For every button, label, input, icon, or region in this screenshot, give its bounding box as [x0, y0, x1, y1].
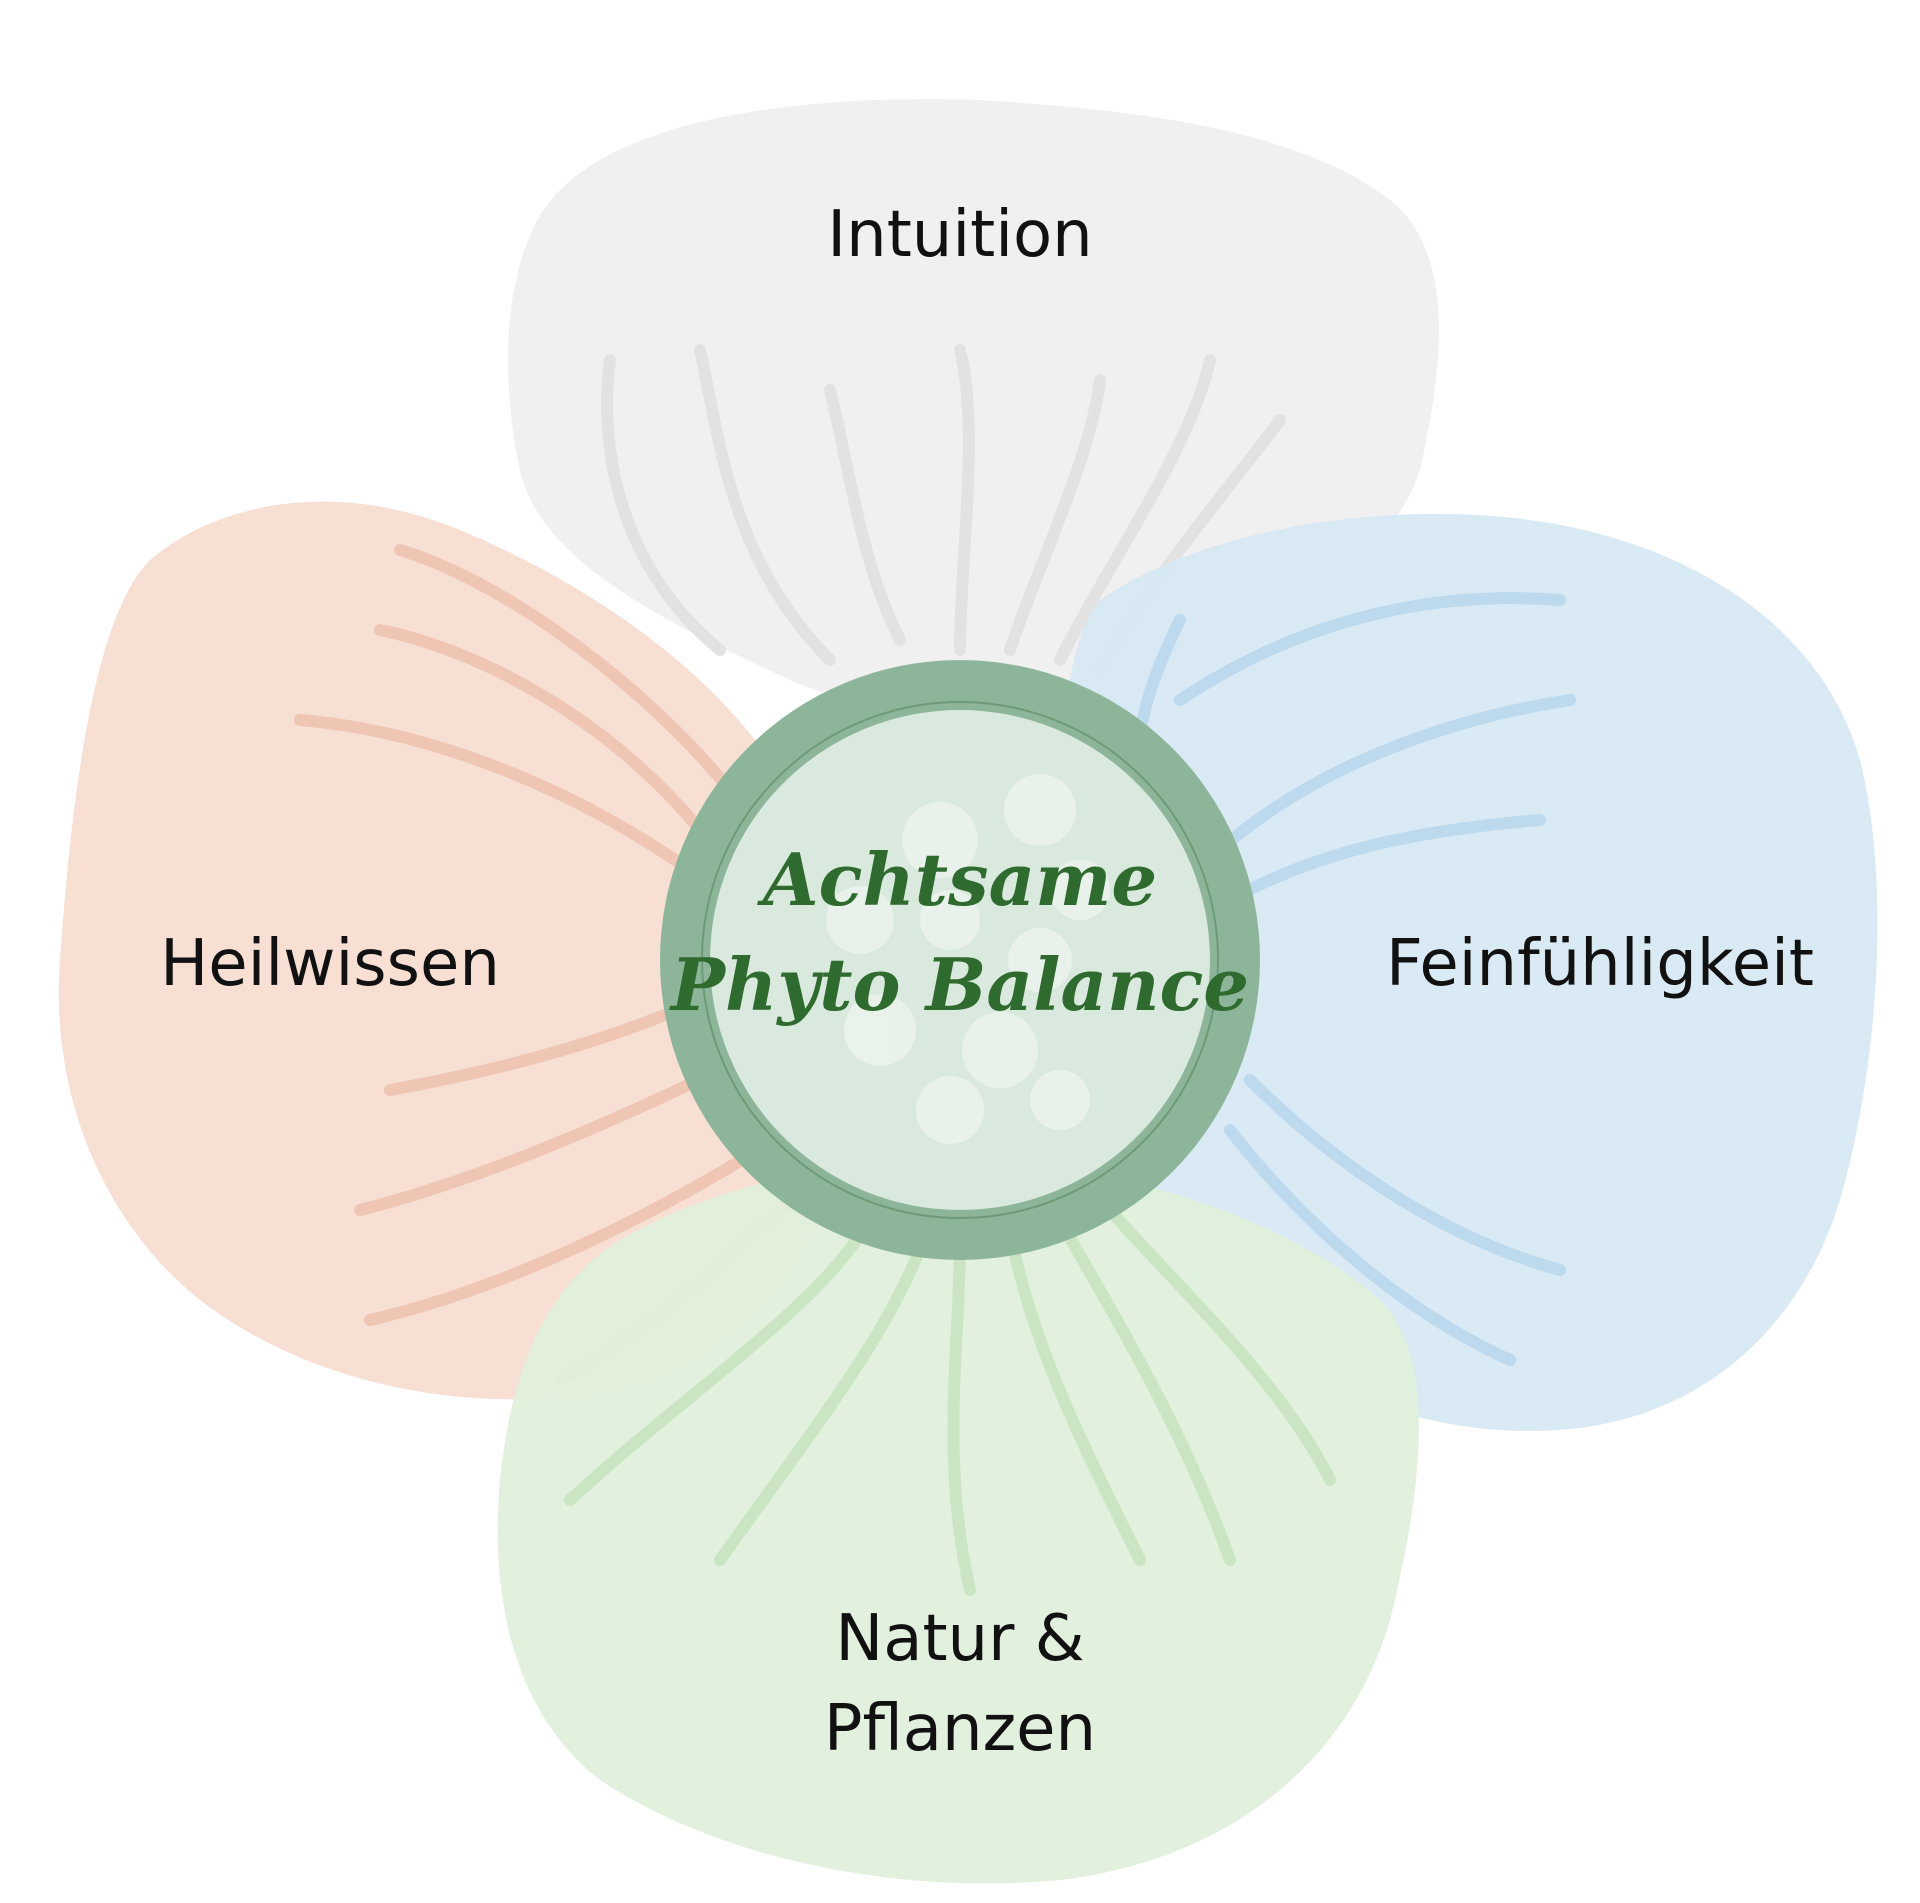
center-title-line2: Phyto Balance	[669, 942, 1249, 1027]
center-outline	[701, 701, 1219, 1219]
petal-natur-pflanzen: Natur & Pflanzen	[497, 1158, 1419, 1884]
petal-heilwissen-shape	[58, 501, 852, 1400]
petal-label-feinfuehligkeit: Feinfühligkeit	[1386, 927, 1814, 1001]
petal-feinfuehligkeit-shape	[1061, 513, 1878, 1432]
center-dots	[826, 774, 1110, 1144]
petal-label-pflanzen: Pflanzen	[824, 1692, 1096, 1766]
center-circle: Achtsame Phyto Balance	[660, 660, 1260, 1260]
center-title-line1: Achtsame	[757, 837, 1158, 922]
petal-feinfuehligkeit-veins	[1131, 592, 1576, 1366]
petal-label-heilwissen: Heilwissen	[160, 927, 500, 1001]
petal-label-natur: Natur &	[835, 1602, 1084, 1676]
petal-feinfuehligkeit: Feinfühligkeit	[1061, 513, 1878, 1432]
petal-label-intuition: Intuition	[827, 198, 1092, 272]
petal-natur-pflanzen-veins	[564, 1184, 1336, 1596]
petal-heilwissen: Heilwissen	[58, 501, 852, 1400]
